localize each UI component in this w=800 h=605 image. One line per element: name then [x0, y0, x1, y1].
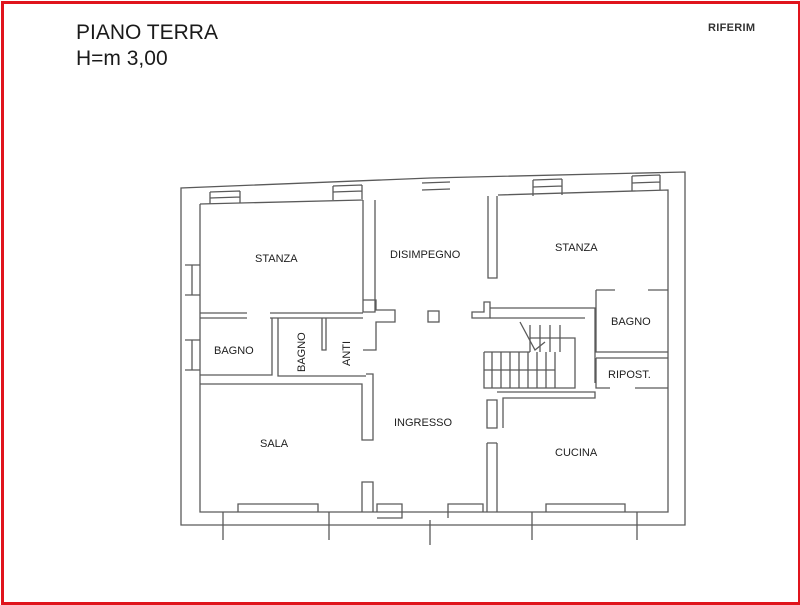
room-label-bagno-2: BAGNO	[296, 332, 308, 372]
room-label-ripost: RIPOST.	[608, 369, 651, 381]
room-label-ingresso: INGRESSO	[394, 417, 453, 429]
room-label-bagno-1: BAGNO	[214, 345, 254, 357]
room-label-bagno-3: BAGNO	[611, 316, 651, 328]
room-label-sala: SALA	[260, 438, 289, 450]
room-label-disimpegno: DISIMPEGNO	[390, 249, 461, 261]
floor-height: H=m 3,00	[76, 47, 168, 70]
outer-walls	[180, 171, 686, 545]
interior-walls	[200, 196, 668, 512]
room-label-stanza-2: STANZA	[555, 242, 598, 254]
room-label-anti: ANTI	[341, 341, 353, 366]
room-label-stanza-1: STANZA	[255, 253, 298, 265]
room-labels: STANZA DISIMPEGNO STANZA BAGNO BAGNO ANT…	[214, 242, 651, 459]
floor-title: PIANO TERRA	[76, 21, 218, 44]
reference-label: RIFERIM	[708, 22, 756, 34]
room-label-cucina: CUCINA	[555, 447, 598, 459]
